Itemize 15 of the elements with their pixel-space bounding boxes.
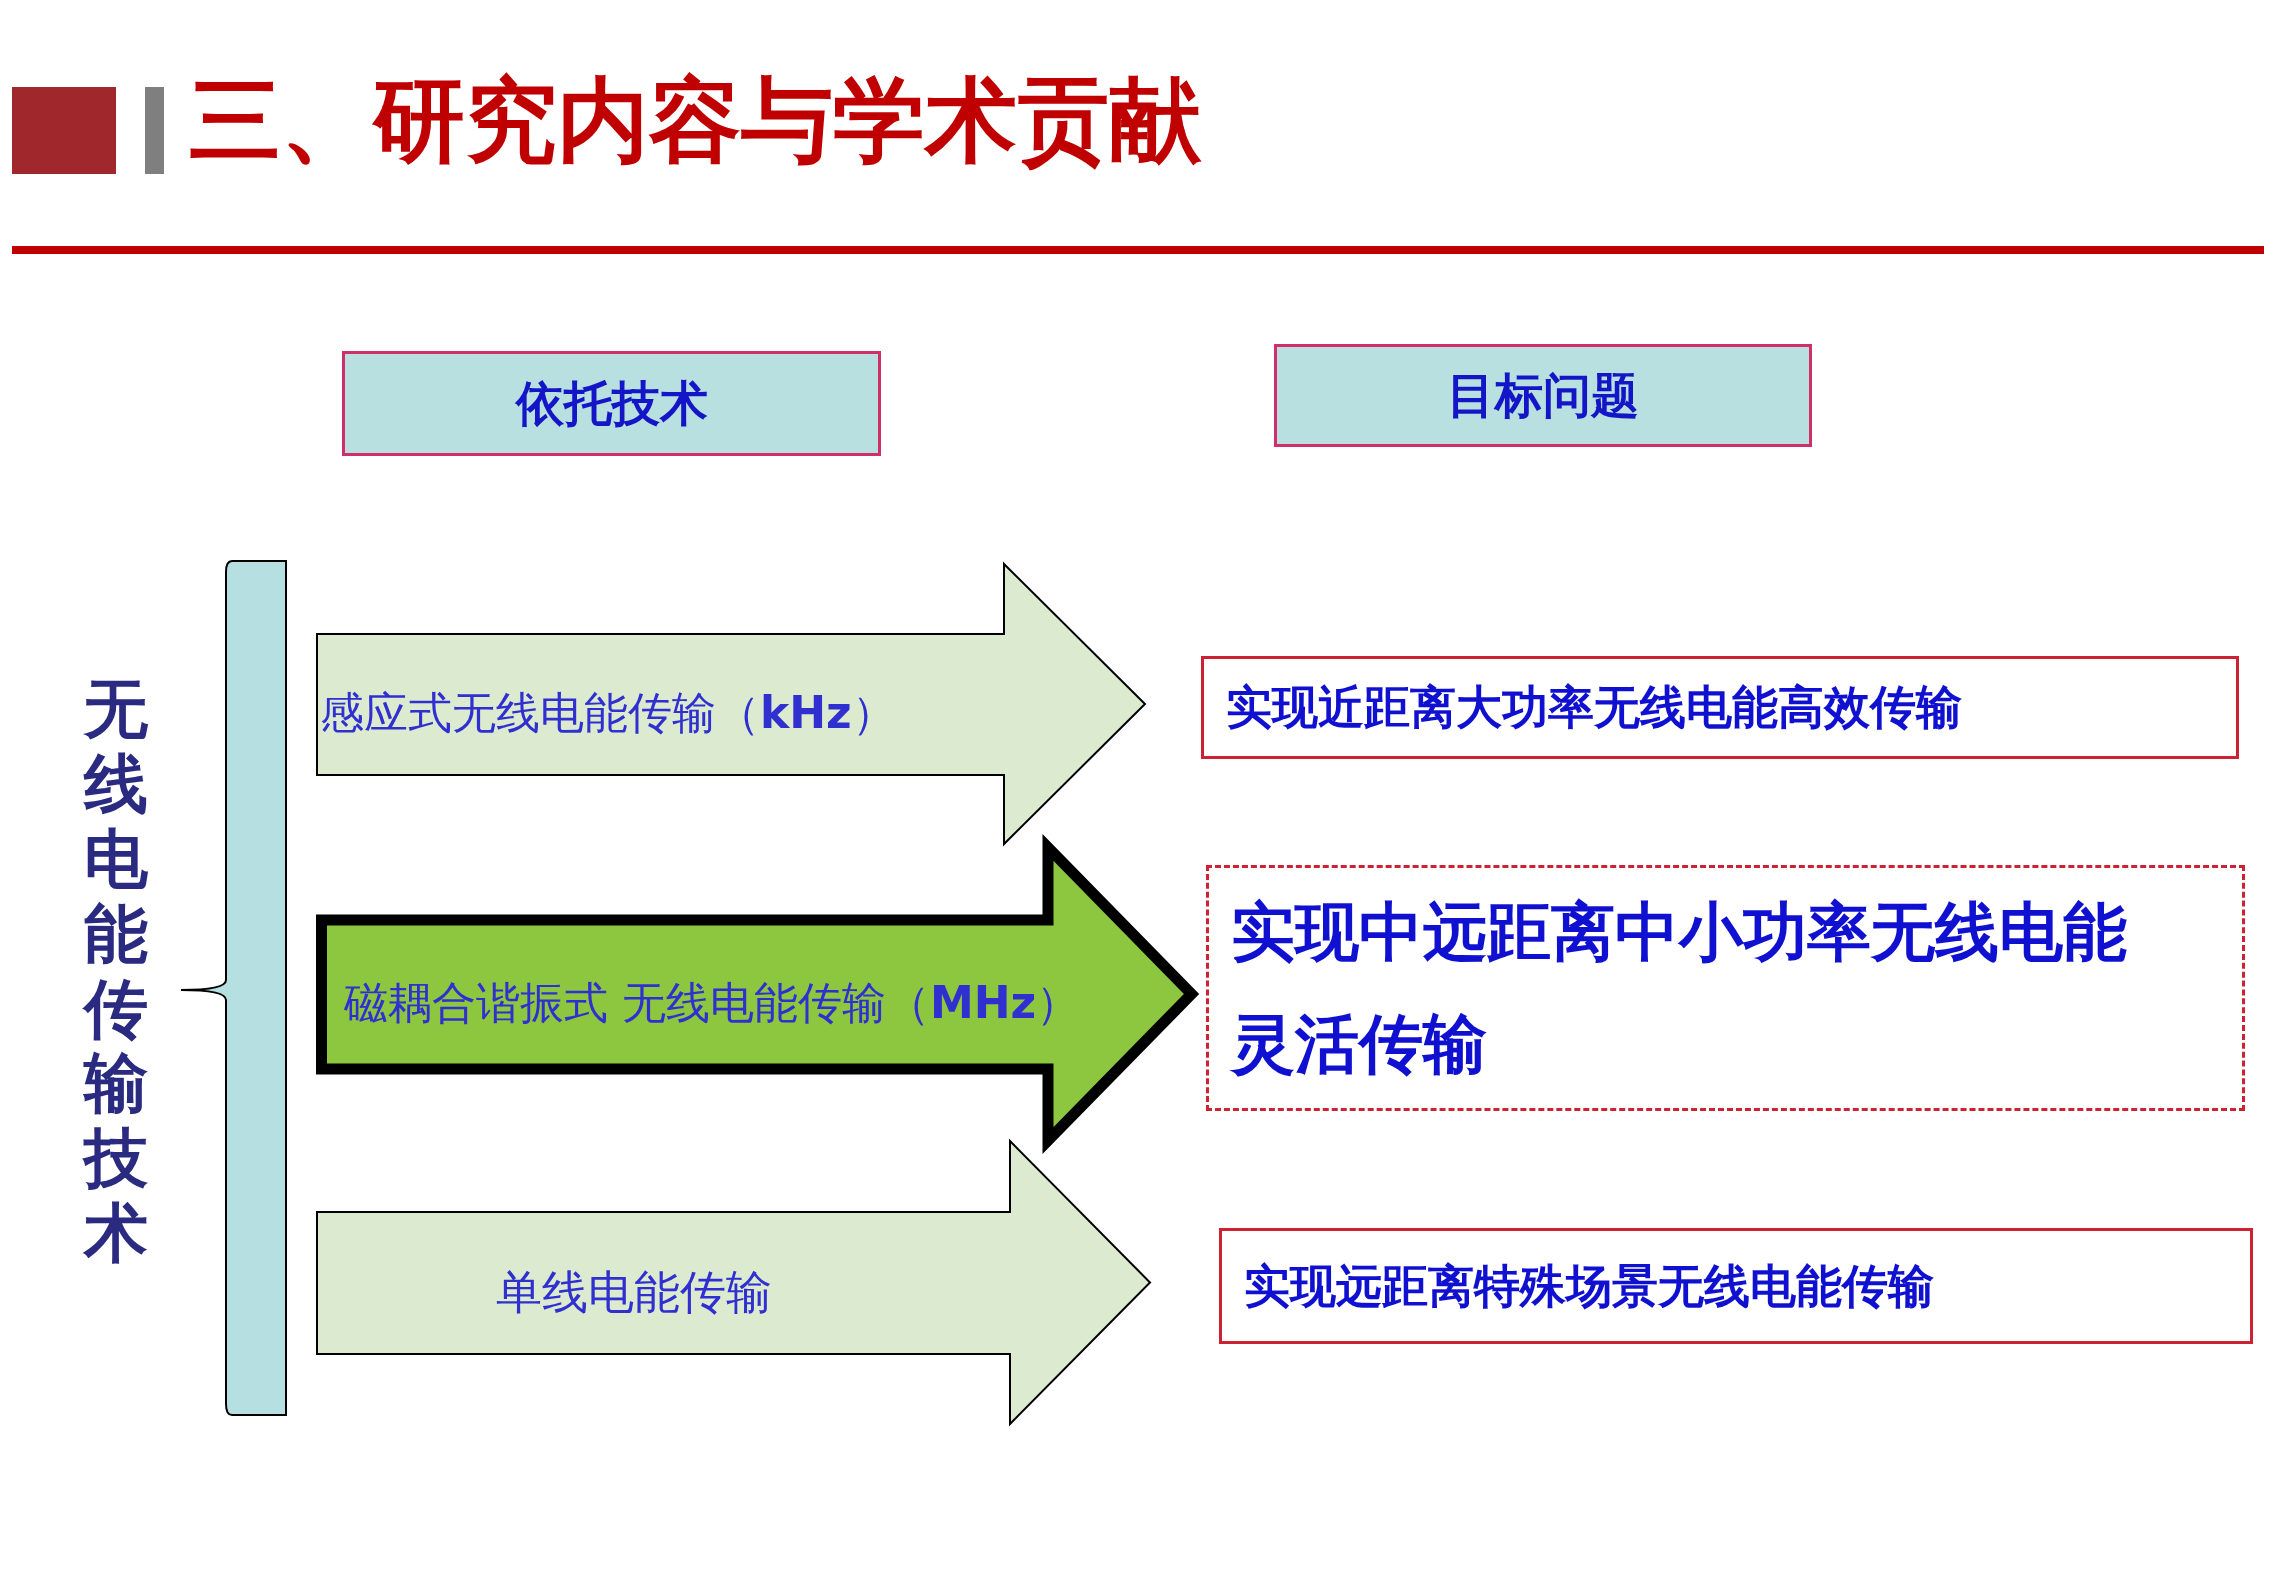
goal-text: 实现中远距离中小功率无线电能灵活传输	[1231, 894, 2128, 1083]
arrow-label: 感应式无线电能传输（kHz）	[320, 686, 896, 741]
header-box	[1274, 344, 1812, 447]
vertical-label: 无线电能传输技术	[84, 672, 148, 1271]
header-box	[342, 351, 881, 456]
arrow-label: 磁耦合谐振式 无线电能传输（MHz）	[344, 976, 1081, 1031]
goal-box	[1206, 865, 2245, 1111]
arrow-label: 单线电能传输	[496, 1263, 772, 1321]
goal-box	[1201, 656, 2239, 759]
goal-text: 实现近距离大功率无线电能高效传输	[1226, 679, 1962, 737]
goal-box	[1219, 1228, 2253, 1344]
header-label: 依托技术	[515, 373, 708, 433]
goal-text: 实现远距离特殊场景无线电能传输	[1244, 1257, 1934, 1315]
slide-title: 三、研究内容与学术贡献	[189, 70, 1201, 172]
header-label: 目标问题	[1447, 365, 1639, 425]
